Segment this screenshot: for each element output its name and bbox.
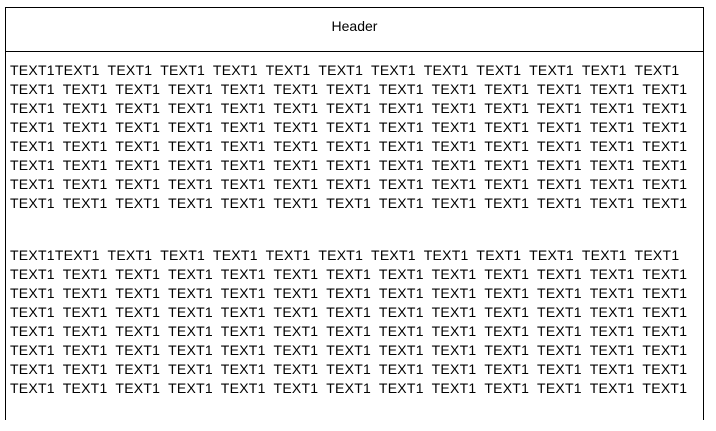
panel-body: TEXT1TEXT1 TEXT1 TEXT1 TEXT1 TEXT1 TEXT1… — [6, 52, 703, 398]
panel-header-title: Header — [331, 17, 378, 34]
paragraph: TEXT1TEXT1 TEXT1 TEXT1 TEXT1 TEXT1 TEXT1… — [10, 247, 688, 396]
panel-header: Header — [6, 8, 703, 52]
panel: Header TEXT1TEXT1 TEXT1 TEXT1 TEXT1 TEXT… — [5, 7, 704, 420]
paragraph: TEXT1TEXT1 TEXT1 TEXT1 TEXT1 TEXT1 TEXT1… — [10, 62, 688, 211]
